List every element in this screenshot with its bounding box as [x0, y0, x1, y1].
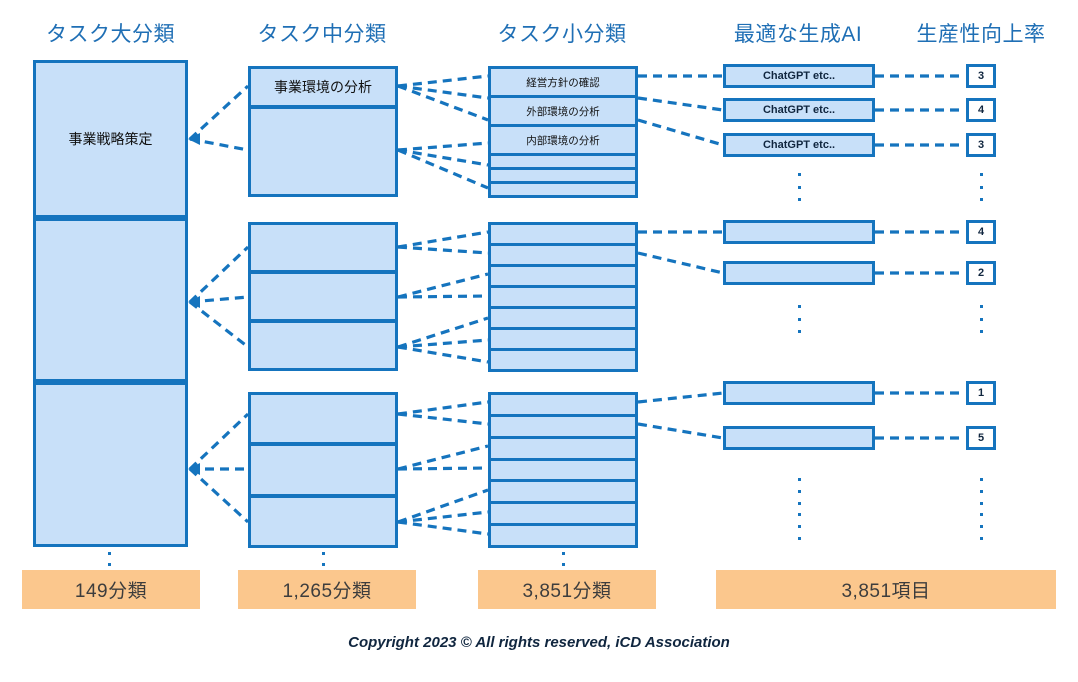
col3-row[interactable]: [491, 416, 635, 439]
col3-row[interactable]: [491, 184, 635, 195]
ellipsis-col2: [322, 552, 325, 566]
header-task-middle: タスク中分類: [257, 23, 387, 46]
col3-row[interactable]: [491, 460, 635, 483]
col3-row[interactable]: [491, 309, 635, 330]
col2-row[interactable]: [251, 225, 395, 274]
col1-row[interactable]: 事業戦略策定: [36, 63, 185, 215]
col2-row[interactable]: [251, 446, 395, 498]
score-box-5[interactable]: 2: [966, 261, 996, 285]
col3-group-2[interactable]: [488, 222, 638, 372]
summary-box-middle: 1,265分類: [238, 570, 416, 609]
ellipsis-ai-3: [798, 478, 801, 540]
col2-row[interactable]: [251, 323, 395, 368]
score-box-6[interactable]: 1: [966, 381, 996, 405]
ai-box-1[interactable]: ChatGPT etc..: [723, 64, 875, 88]
ai-box-7[interactable]: [723, 426, 875, 450]
ellipsis-ai-2: [798, 305, 801, 333]
ellipsis-ai-1: [798, 173, 801, 201]
col3-row[interactable]: [491, 351, 635, 369]
col3-group-1[interactable]: 経営方針の確認 外部環境の分析 内部環境の分析: [488, 66, 638, 198]
col2-row[interactable]: [251, 274, 395, 323]
score-box-3[interactable]: 3: [966, 133, 996, 157]
score-box-1[interactable]: 3: [966, 64, 996, 88]
col2-group-2[interactable]: [248, 222, 398, 371]
col3-row[interactable]: 外部環境の分析: [491, 98, 635, 127]
col2-group-3[interactable]: [248, 392, 398, 548]
header-task-major: タスク大分類: [46, 23, 175, 46]
col3-row[interactable]: [491, 526, 635, 546]
ai-box-4[interactable]: [723, 220, 875, 244]
summary-box-major: 149分類: [22, 570, 200, 609]
col2-row[interactable]: [251, 395, 395, 447]
ai-box-3[interactable]: ChatGPT etc..: [723, 133, 875, 157]
header-productivity: 生産性向上率: [916, 23, 1046, 46]
ellipsis-score-1: [980, 173, 983, 201]
col1-group-3[interactable]: [33, 382, 188, 547]
col3-row[interactable]: [491, 482, 635, 505]
col3-row[interactable]: [491, 438, 635, 461]
col2-row[interactable]: 事業環境の分析: [251, 69, 395, 109]
col1-row[interactable]: [36, 221, 185, 379]
score-box-4[interactable]: 4: [966, 220, 996, 244]
ai-box-2[interactable]: ChatGPT etc..: [723, 98, 875, 122]
score-box-7[interactable]: 5: [966, 426, 996, 450]
ai-box-5[interactable]: [723, 261, 875, 285]
col3-row[interactable]: [491, 395, 635, 417]
copyright-text: Copyright 2023 © All rights reserved, iC…: [348, 634, 730, 651]
col3-row[interactable]: [491, 288, 635, 309]
col1-group-1[interactable]: 事業戦略策定: [33, 60, 188, 218]
col3-row[interactable]: 内部環境の分析: [491, 127, 635, 156]
col1-group-2[interactable]: [33, 218, 188, 382]
col2-row[interactable]: [251, 109, 395, 194]
col3-row[interactable]: [491, 504, 635, 527]
col3-row[interactable]: [491, 156, 635, 170]
summary-box-minor: 3,851分類: [478, 570, 656, 609]
col1-row[interactable]: [36, 385, 185, 544]
ellipsis-col3: [562, 552, 565, 566]
ellipsis-score-2: [980, 305, 983, 333]
ellipsis-score-3: [980, 478, 983, 540]
ai-box-6[interactable]: [723, 381, 875, 405]
score-box-2[interactable]: 4: [966, 98, 996, 122]
col3-row[interactable]: [491, 267, 635, 288]
summary-box-items: 3,851項目: [716, 570, 1056, 609]
col2-row[interactable]: [251, 497, 395, 545]
col3-row[interactable]: [491, 330, 635, 351]
col2-group-1[interactable]: 事業環境の分析: [248, 66, 398, 197]
col3-row[interactable]: [491, 246, 635, 267]
col3-group-3[interactable]: [488, 392, 638, 548]
col3-row[interactable]: [491, 225, 635, 246]
col3-row[interactable]: [491, 170, 635, 184]
header-best-ai: 最適な生成AI: [733, 23, 863, 46]
col3-row[interactable]: 経営方針の確認: [491, 69, 635, 98]
ellipsis-col1: [108, 552, 111, 566]
header-task-minor: タスク小分類: [497, 23, 627, 46]
